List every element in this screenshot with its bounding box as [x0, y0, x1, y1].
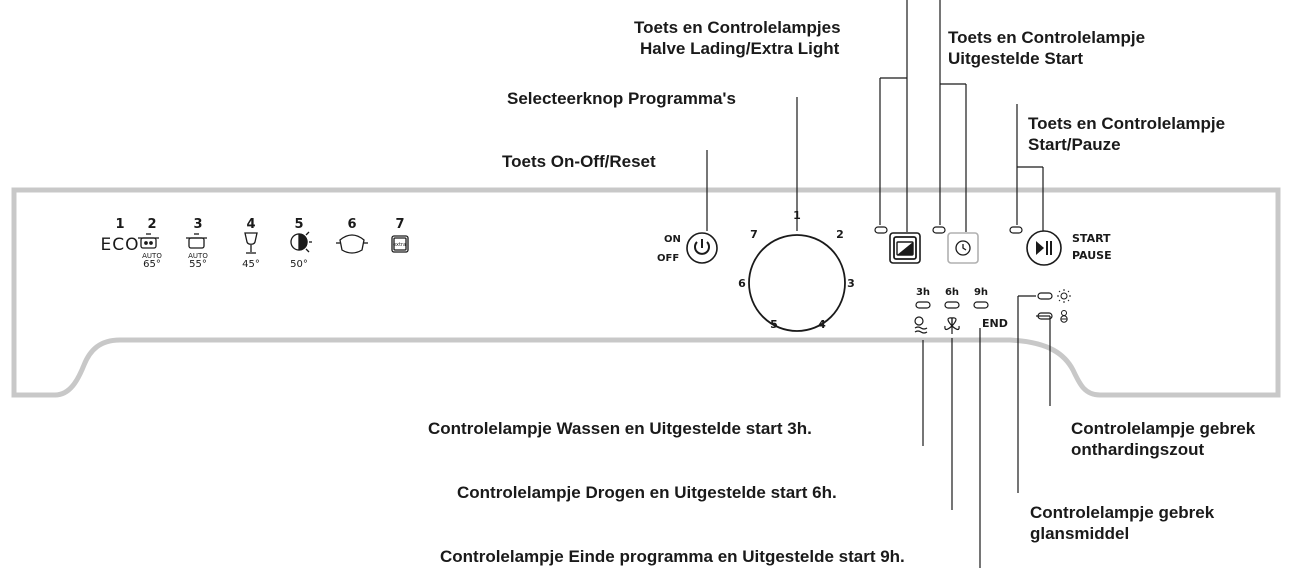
- callout-rinse-line1: Controlelampje gebrek: [1030, 503, 1215, 522]
- program-number: 3: [193, 217, 203, 232]
- eco-label: ECO: [100, 235, 140, 255]
- power-off-label: OFF: [657, 253, 680, 264]
- callout-rinse-line2: glansmiddel: [1030, 524, 1130, 543]
- callout-selector-text: Selecteerknop Programma's: [507, 89, 736, 108]
- start-label: START: [1072, 232, 1111, 245]
- callout-salt-line2: onthardingszout: [1071, 440, 1205, 459]
- half-load-button[interactable]: [889, 232, 921, 264]
- dial-number-2: 2: [836, 228, 844, 241]
- dial-number-3: 3: [847, 277, 855, 290]
- pause-label: PAUSE: [1072, 249, 1112, 262]
- pan-icon: [336, 234, 368, 254]
- program-temp: 55°: [189, 259, 207, 270]
- dial-number-1: 1: [793, 209, 801, 222]
- callout-end-9h: Controlelampje Einde programma en Uitges…: [440, 546, 905, 567]
- extra-icon: [391, 235, 409, 253]
- callout-delay-start: Toets en Controlelampje Uitgestelde Star…: [948, 27, 1145, 69]
- program-selector-knob[interactable]: [748, 234, 846, 332]
- extra-badge: extra: [393, 242, 407, 248]
- program-number: 4: [246, 217, 256, 232]
- callout-rinse: Controlelampje gebrek glansmiddel: [1030, 502, 1214, 544]
- dial-number-7: 7: [750, 228, 758, 241]
- delay-6h-label: 6h: [944, 287, 960, 298]
- pot-auto-icon: [138, 233, 159, 249]
- power-on-label: ON: [664, 234, 681, 245]
- program-number: 5: [294, 217, 304, 232]
- power-icon: [694, 239, 710, 255]
- callout-delay-start-line1: Toets en Controlelampje: [948, 28, 1146, 47]
- program-1: 1 ECO: [100, 218, 140, 258]
- program-6: 6: [332, 218, 372, 232]
- callout-salt: Controlelampje gebrek onthardingszout: [1071, 418, 1255, 460]
- callout-half-load-line1: Toets en Controlelampjes: [634, 18, 841, 37]
- callout-delay-start-line2: Uitgestelde Start: [948, 49, 1084, 68]
- pot-auto-icon: [186, 233, 207, 249]
- program-4: 4 45°: [231, 218, 271, 272]
- salt-icon: [1060, 310, 1068, 323]
- wash-icon: [914, 316, 928, 334]
- half-sun-icon: [290, 231, 312, 253]
- led-3h: [915, 301, 931, 309]
- program-list: 1 ECO 2 AUTO 65° 3 AUTO 55° 4 45° 5 50° …: [70, 218, 440, 288]
- rinse-sun-icon: [1057, 289, 1071, 303]
- program-temp: 45°: [242, 259, 260, 270]
- program-3: 3 AUTO 55°: [178, 218, 218, 272]
- callout-wash-3h-text: Controlelampje Wassen en Uitgestelde sta…: [428, 419, 812, 438]
- dial-number-4: 4: [818, 318, 826, 331]
- clock-icon: [955, 240, 971, 256]
- fan-dry-icon: [944, 317, 960, 334]
- dial-number-6: 6: [738, 277, 746, 290]
- program-number: 6: [347, 217, 357, 232]
- program-temp: 65°: [143, 259, 161, 270]
- program-5: 5 50°: [279, 218, 319, 272]
- start-pause-button[interactable]: [1026, 230, 1062, 266]
- callout-end-9h-text: Controlelampje Einde programma en Uitges…: [440, 547, 905, 566]
- leader-lines: [706, 0, 1051, 568]
- callout-wash-3h: Controlelampje Wassen en Uitgestelde sta…: [428, 418, 812, 439]
- program-temp: 50°: [290, 259, 308, 270]
- start-pause-led: [1009, 226, 1023, 234]
- play-pause-icon: [1036, 241, 1052, 255]
- led-6h: [944, 301, 960, 309]
- end-label: END: [982, 317, 1008, 330]
- led-9h: [973, 301, 989, 309]
- program-number: 2: [147, 217, 157, 232]
- program-7: 7: [380, 218, 420, 232]
- program-2: 2 AUTO 65°: [132, 218, 172, 272]
- callout-half-load-line2: Halve Lading/Extra Light: [640, 39, 840, 58]
- callout-selector: Selecteerknop Programma's: [507, 88, 736, 109]
- dial-number-5: 5: [770, 318, 778, 331]
- half-load-icon: [896, 241, 914, 256]
- callout-dry-6h-text: Controlelampje Drogen en Uitgestelde sta…: [457, 483, 837, 502]
- callout-half-load: Toets en Controlelampjes Halve Lading/Ex…: [634, 17, 841, 59]
- callout-dry-6h: Controlelampje Drogen en Uitgestelde sta…: [457, 482, 837, 503]
- callout-salt-line1: Controlelampje gebrek: [1071, 419, 1256, 438]
- delay-start-button[interactable]: [947, 232, 979, 264]
- callout-start-pause-line2: Start/Pauze: [1028, 135, 1121, 154]
- half-load-led: [874, 226, 888, 234]
- program-icons: [138, 231, 409, 254]
- delay-3h-label: 3h: [915, 287, 931, 298]
- callout-onoff: Toets On-Off/Reset: [502, 151, 656, 172]
- callout-start-pause-line1: Toets en Controlelampje: [1028, 114, 1226, 133]
- program-number: 7: [395, 217, 405, 232]
- callout-onoff-text: Toets On-Off/Reset: [502, 152, 656, 171]
- panel-outline: [11, 187, 1281, 398]
- delay-start-led: [932, 226, 946, 234]
- program-number: 1: [115, 217, 125, 232]
- power-button[interactable]: [686, 232, 718, 264]
- delay-9h-label: 9h: [973, 287, 989, 298]
- auto-label: AUTO: [142, 252, 162, 260]
- callout-start-pause: Toets en Controlelampje Start/Pauze: [1028, 113, 1225, 155]
- wine-glass-icon: [244, 232, 258, 254]
- auto-label: AUTO: [188, 252, 208, 260]
- rinse-aid-led: [1037, 292, 1053, 300]
